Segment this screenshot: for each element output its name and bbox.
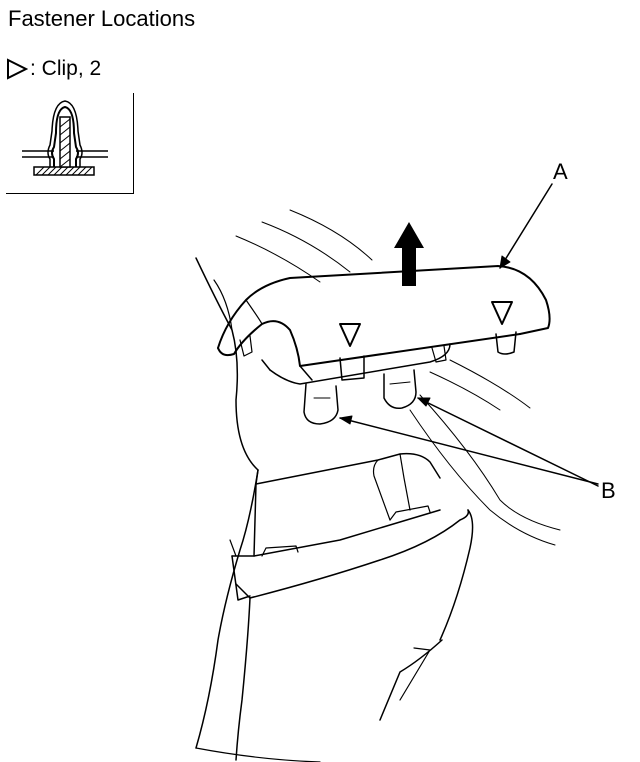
callout-label-b: B bbox=[601, 478, 616, 503]
clip-triangle-icon bbox=[7, 58, 28, 80]
removal-direction-arrow bbox=[394, 222, 424, 286]
callout-label-a: A bbox=[553, 159, 568, 184]
fastener-legend: : Clip, 2 bbox=[6, 56, 101, 82]
clip-detail-inset bbox=[6, 93, 134, 194]
legend-label: : Clip, 2 bbox=[30, 57, 102, 80]
clip-cross-section-icon bbox=[22, 100, 108, 176]
page-title: Fastener Locations bbox=[8, 6, 196, 31]
